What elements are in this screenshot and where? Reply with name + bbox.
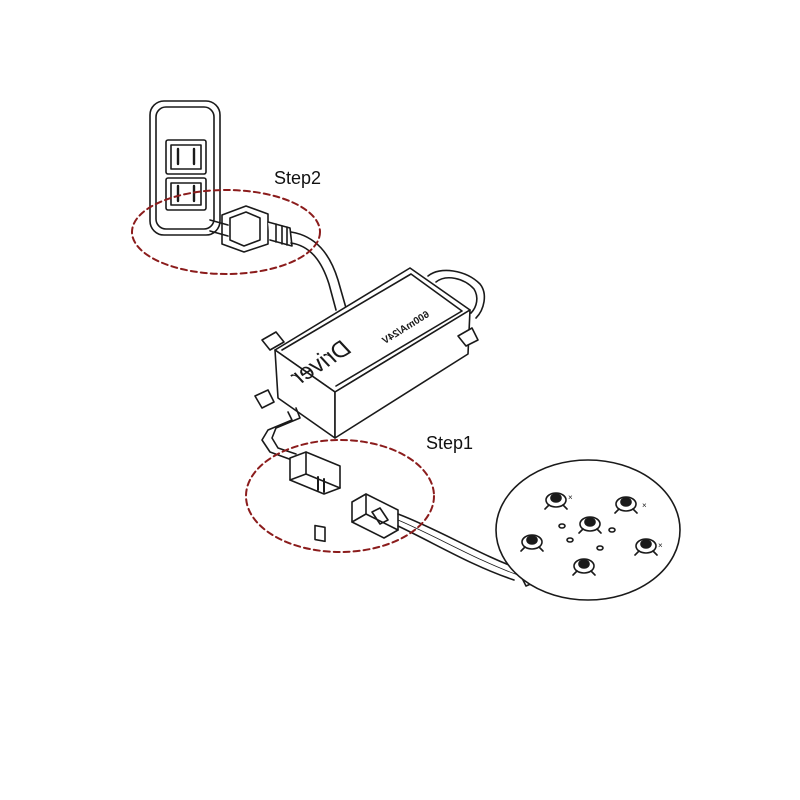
svg-text:×: × <box>642 501 647 510</box>
output-cable <box>261 407 301 461</box>
step2-highlight <box>131 189 321 275</box>
wall-outlet <box>149 100 221 236</box>
led-2: × <box>614 496 647 514</box>
svg-text:×: × <box>568 493 573 502</box>
step1-highlight <box>245 439 435 553</box>
step2-label: Step2 <box>274 168 322 188</box>
step1-label: Step1 <box>426 433 474 453</box>
led-4 <box>520 534 544 552</box>
led-6 <box>572 558 596 576</box>
male-connector <box>351 493 399 539</box>
power-plug <box>209 205 293 253</box>
led-1: × <box>544 492 573 510</box>
led-round-board: × × × <box>495 459 681 601</box>
led-5: × <box>634 538 663 556</box>
female-connector <box>289 451 341 543</box>
power-cable <box>290 231 347 311</box>
svg-text:×: × <box>658 541 663 550</box>
led-3 <box>578 516 602 534</box>
led-driver-box: Driver 600mA/24V <box>254 267 486 439</box>
